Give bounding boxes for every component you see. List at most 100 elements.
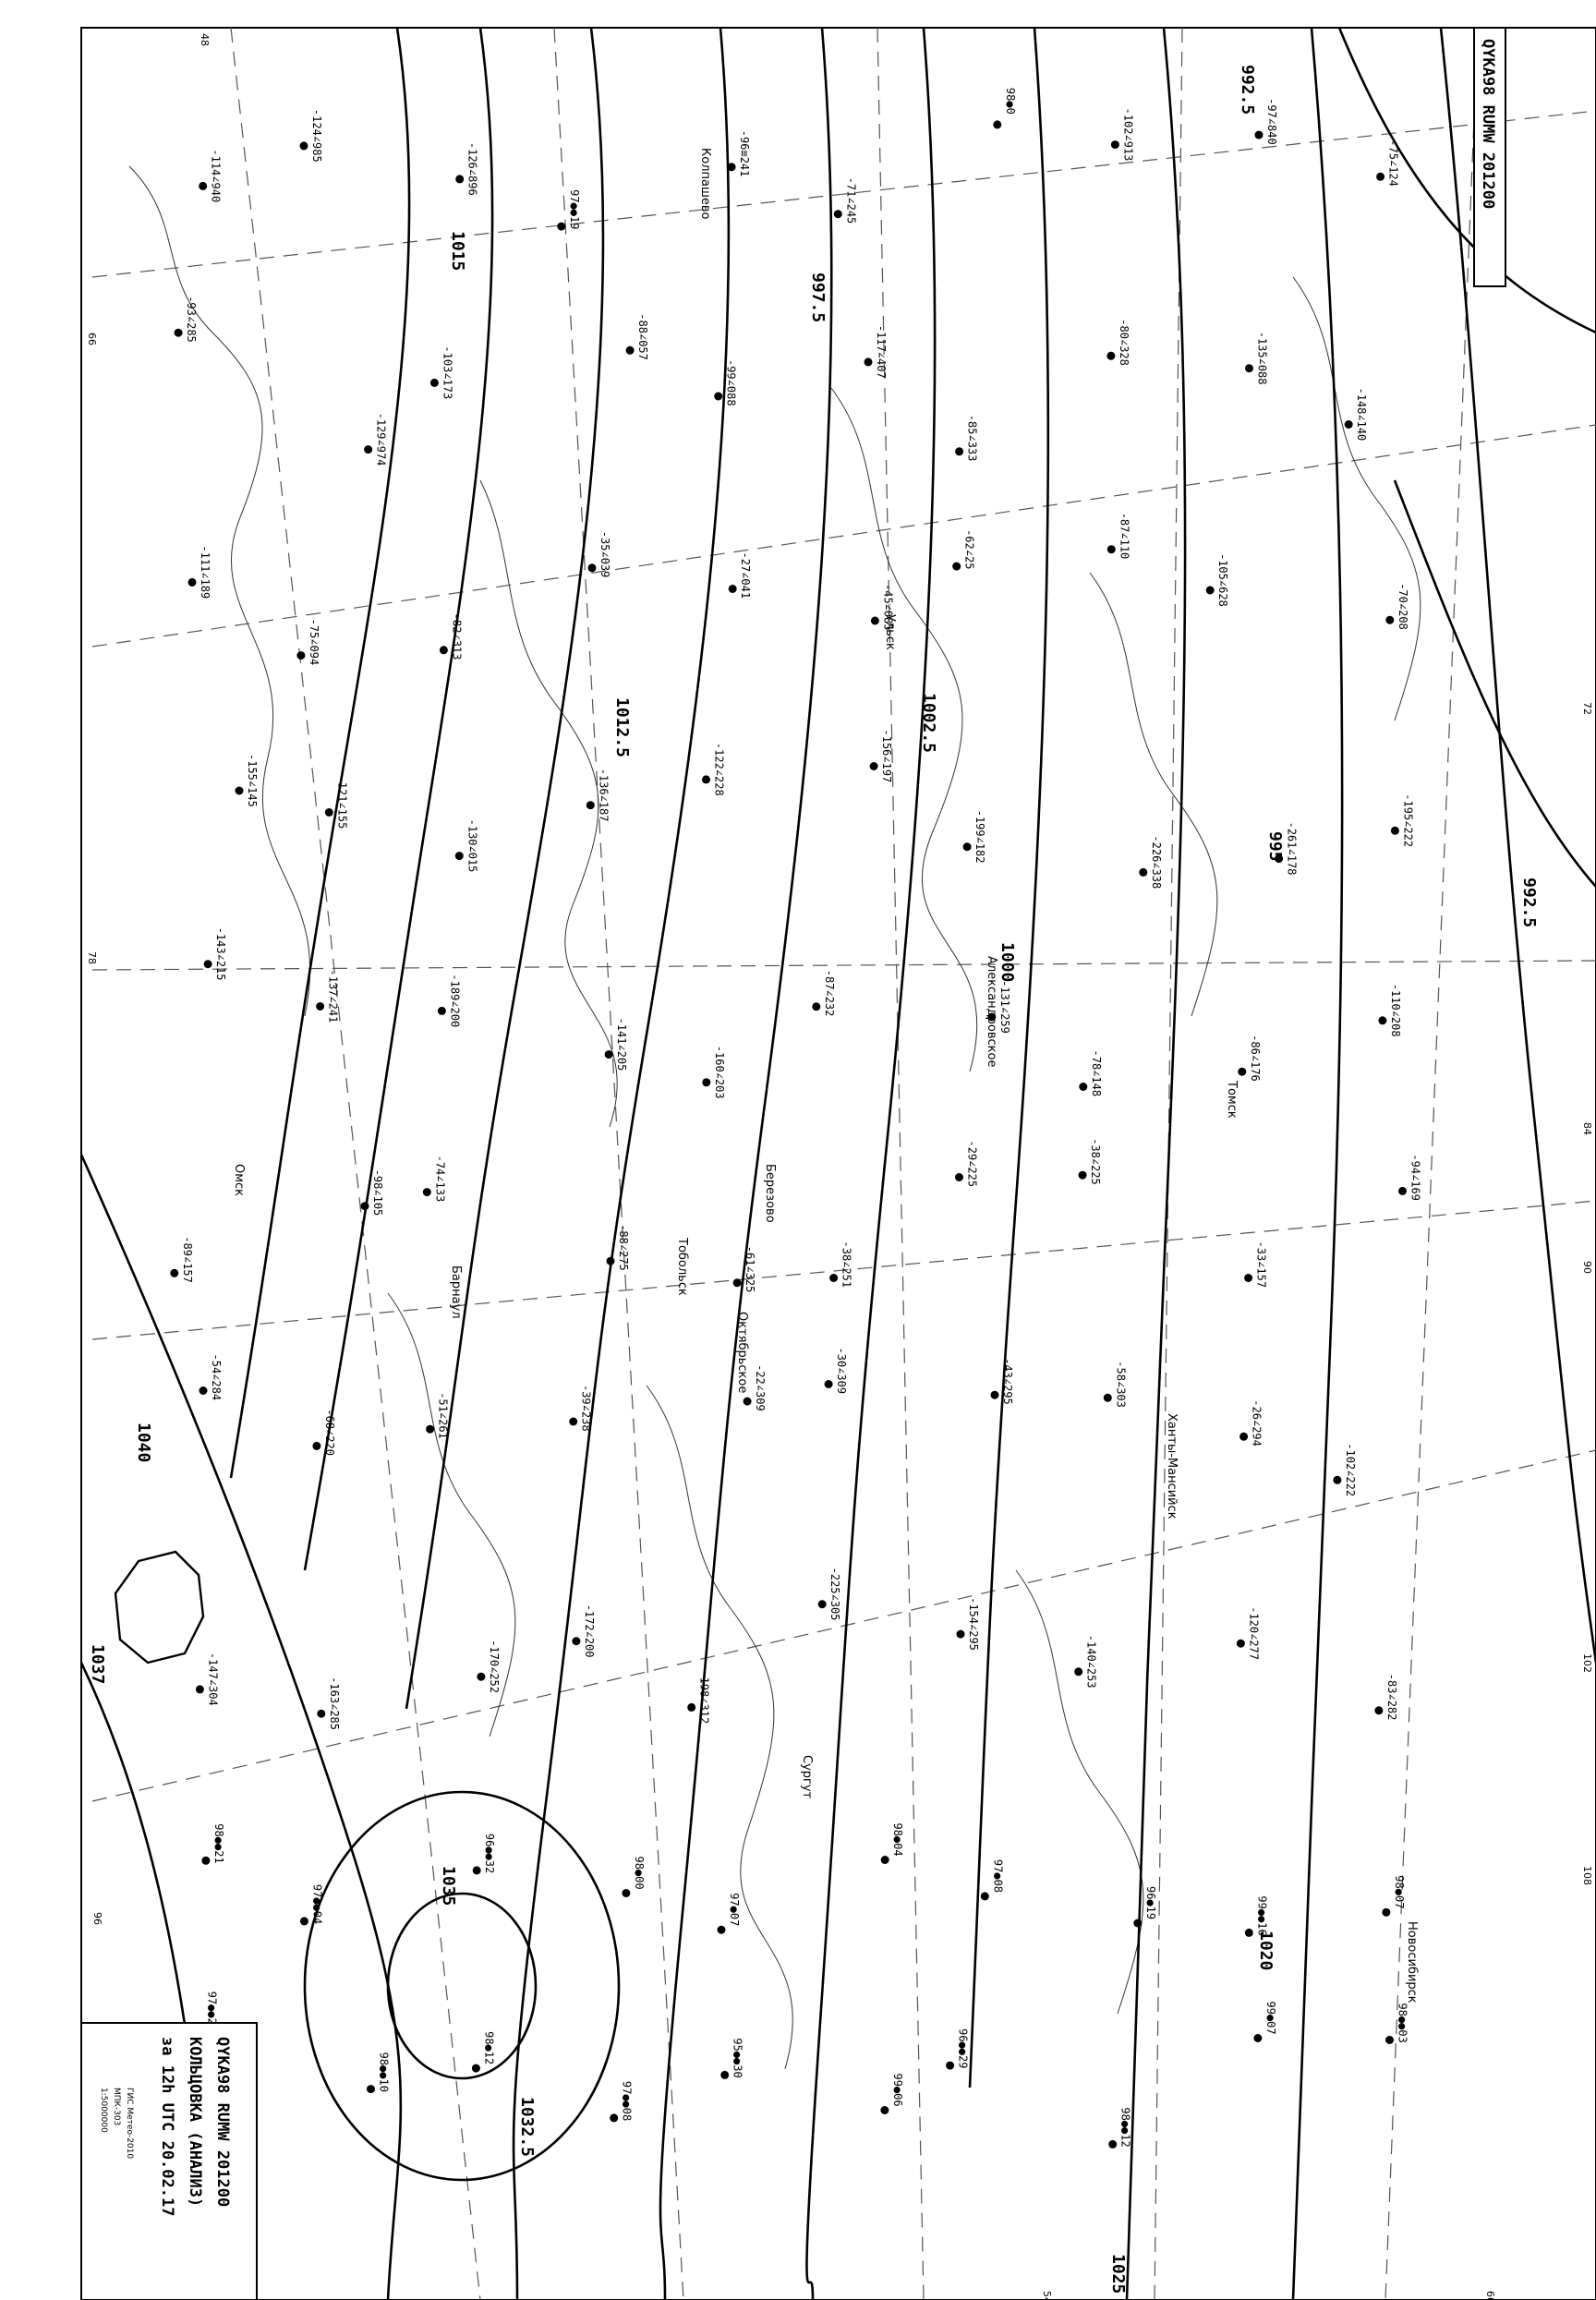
station-dot [299,141,308,151]
station-dot [235,786,244,795]
station-dot [1374,1706,1384,1715]
title-line-1: QYKA98 RUMW 201200 [213,2037,232,2207]
station-dot [1385,615,1395,624]
station-label: -96≡241 [738,130,751,177]
station-dot [429,378,439,387]
station-dot [864,357,873,367]
station-dot [727,163,736,172]
station-dot [324,808,333,817]
station-label: 97●●04 [310,1884,323,1924]
station-dot [1110,140,1119,150]
station-label: -87∠232 [823,970,836,1017]
isobar-line [1337,27,1596,334]
station-dot [702,775,710,784]
station-dot [1103,1393,1112,1402]
station-dot [1108,2139,1118,2149]
station-label: -61∠325 [744,1246,756,1293]
station-label: -99∠088 [725,359,738,406]
station-label: 97●●08 [621,2081,634,2121]
station-label: -163∠285 [328,1677,341,1730]
station-dot [980,1892,989,1901]
station-label: -27∠041 [739,552,752,599]
grid-labels: 66 48 78 84 90 96 102 108 60 54 72 [86,33,1593,2300]
station-label: -195∠222 [1401,793,1414,847]
station-dot [829,1274,839,1282]
place-name: Колпашево [698,148,712,220]
station-dot [364,445,373,454]
station-dot [1133,1919,1143,1928]
station-dot [1238,1067,1247,1076]
station-dot [728,585,737,593]
station-dot [203,960,212,969]
place-name: Омск [232,1164,246,1196]
station-dot [367,2085,375,2094]
station-dot [993,120,1002,129]
station-label: 99●07 [1264,2002,1277,2035]
station-dot [471,2064,480,2073]
station-label: -38∠225 [1089,1138,1102,1185]
station-label: -105∠628 [1216,553,1229,607]
station-label: -93∠285 [185,296,198,343]
station-dot [987,1012,997,1022]
station-dot [299,1917,308,1926]
station-label: -62∠25 [963,529,976,569]
station-label: -136∠187 [597,769,610,822]
station-dot [1106,351,1116,360]
station-plots: -114∠940-124∠985-126∠89697●●19-96≡241-71… [170,88,1422,2149]
station-dot [869,762,878,770]
station-dot [606,1256,615,1265]
isobar-label: 1037 [88,1644,107,1684]
station-label: -78∠148 [1090,1050,1103,1097]
station-label: -121∠155 [335,776,348,829]
isobar-line [805,27,937,2300]
station-dot [732,1278,742,1288]
station-label: -102∠222 [1344,1443,1357,1496]
station-dot [880,1856,889,1864]
station-dot [1205,586,1215,595]
station-label: 96●19 [1144,1886,1157,1919]
station-label: -199∠182 [973,810,986,864]
station-dot [1253,2034,1263,2042]
station-dot [187,577,197,587]
isobar-line [1125,27,1187,2300]
station-label: -88∠057 [636,313,649,360]
isobar-closed-ring [303,1790,621,2182]
station-label: -124∠985 [310,109,323,163]
station-label: 97●●20 [205,1991,218,2031]
station-label: 96●●32 [483,1834,496,1873]
isobar-line [659,27,833,2300]
isobar-label: 1012.5 [612,697,632,757]
station-label: -170∠252 [488,1640,501,1693]
station-dot [586,801,595,810]
station-dot [610,2113,619,2123]
station-dot [587,563,597,573]
title-block: QYKA98 RUMW 201200 КОЛЬЦОВКА (АНАЛИЗ) за… [80,2022,258,2300]
station-label: -226∠338 [1150,835,1163,889]
isobar-line [303,27,494,1571]
station-dot [454,852,464,861]
isobars [79,27,1596,2300]
octagon-symbol [114,1550,205,1664]
station-label: -172∠200 [583,1604,596,1658]
station-label: -156∠197 [880,730,893,783]
place-name: Ульск [883,614,897,650]
isobar-label: 992.5 [1238,65,1257,115]
station-dot [1244,1274,1253,1282]
station-dot [833,210,842,219]
station-label: -225∠305 [828,1568,841,1621]
station-label: 98●00 [633,1857,646,1890]
station-dot [817,1600,827,1609]
isobar-label: 1020 [1256,1931,1276,1970]
isobar-label: 992.5 [1519,878,1539,927]
isobar-label: 1040 [134,1422,153,1462]
station-dot [870,616,879,625]
station-dot [824,1380,833,1388]
isobar-line [968,27,1050,2088]
grid-label: 96 [91,1912,103,1925]
station-dot [720,2070,730,2079]
isobar-label: 1025 [1108,2254,1128,2294]
isobar-line [229,27,411,1479]
station-dot [743,1397,752,1406]
station-label: -143∠215 [214,927,227,981]
station-dot [472,1866,481,1875]
